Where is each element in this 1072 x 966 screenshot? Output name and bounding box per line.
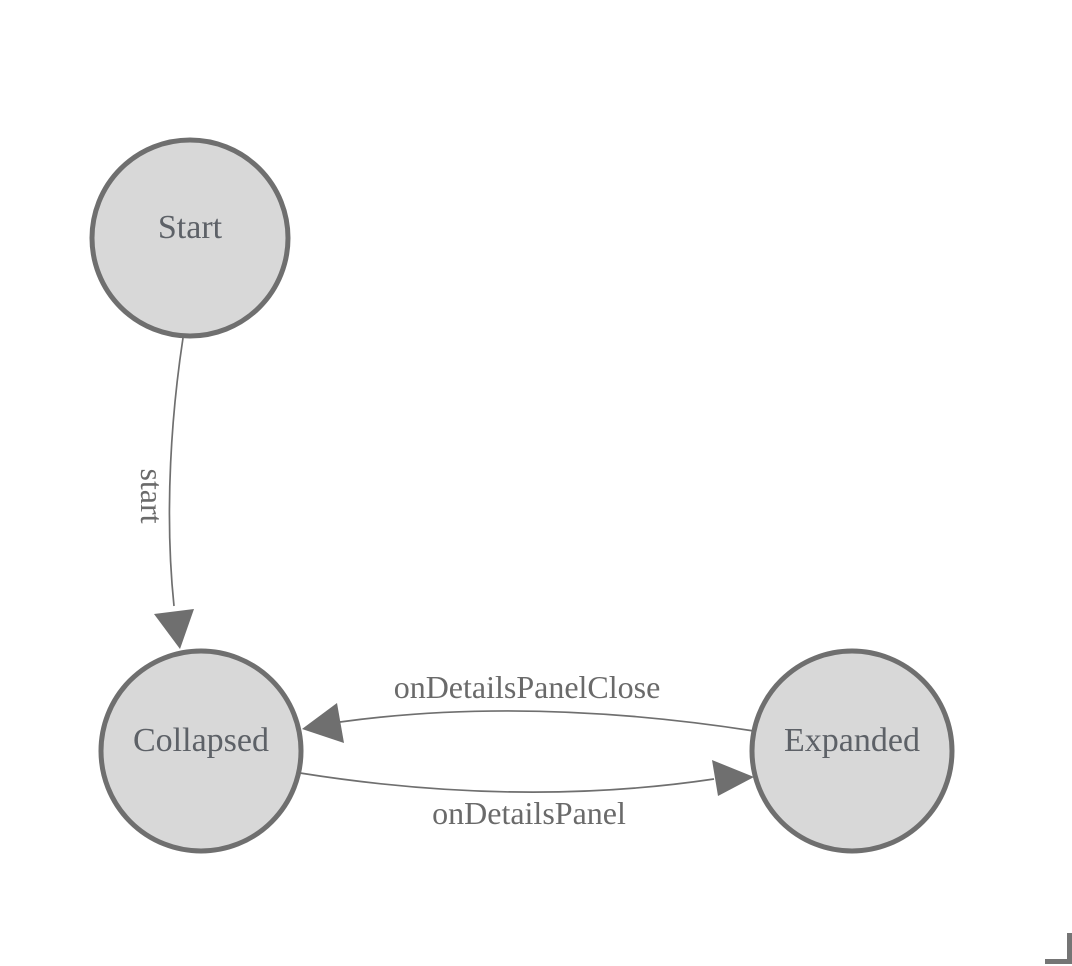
node-collapsed[interactable]: Collapsed [98, 648, 304, 854]
node-start[interactable]: Start [89, 137, 291, 339]
node-collapsed-label: Collapsed [133, 722, 269, 759]
node-start-label: Start [158, 209, 223, 246]
edge-label-start: start [134, 468, 170, 523]
resize-corner-icon[interactable] [1045, 933, 1072, 964]
edge-collapsed-to-expanded: onDetailsPanel [299, 760, 754, 831]
node-expanded-circle[interactable] [749, 648, 955, 854]
edge-label-on-details-panel-close: onDetailsPanelClose [394, 669, 661, 705]
edge-start-to-collapsed: start [134, 337, 194, 649]
node-collapsed-circle[interactable] [98, 648, 304, 854]
edge-collapsed-to-expanded-arrowhead-icon [712, 760, 754, 796]
edge-collapsed-to-expanded-line [299, 772, 715, 793]
edge-start-to-collapsed-arrowhead-icon [154, 609, 194, 649]
edge-expanded-to-collapsed-arrowhead-icon [302, 703, 344, 743]
edge-label-on-details-panel: onDetailsPanel [432, 795, 626, 831]
node-start-circle[interactable] [89, 137, 291, 339]
node-expanded-label: Expanded [784, 722, 920, 759]
node-expanded[interactable]: Expanded [749, 648, 955, 854]
edge-expanded-to-collapsed: onDetailsPanelClose [302, 669, 755, 743]
edge-start-to-collapsed-line [168, 337, 184, 607]
edge-expanded-to-collapsed-line [339, 710, 755, 732]
